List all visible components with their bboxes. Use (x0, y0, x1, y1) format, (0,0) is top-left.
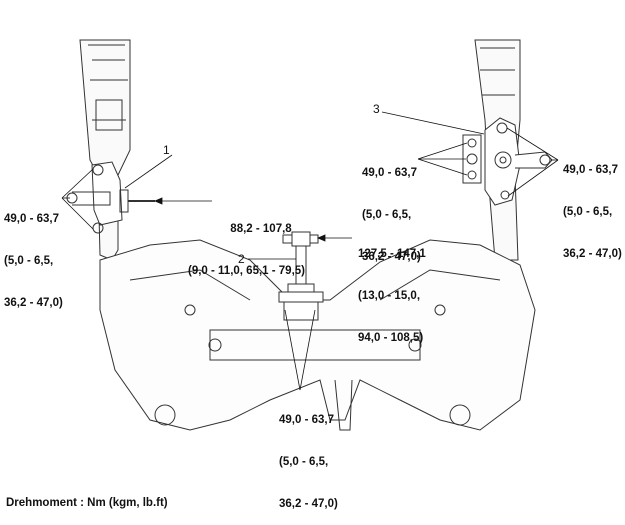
transaxle-mount-3 (462, 117, 553, 206)
torque-label-right-mount-left: 49,0 - 63,7 (5,0 - 6,5, 36,2 - 47,0) (362, 167, 421, 263)
left-pillar (79, 39, 131, 261)
leader-lines (61, 111, 559, 391)
torque-label-left-mount: 49,0 - 63,7 (5,0 - 6,5, 36,2 - 47,0) (4, 213, 63, 309)
torque-label-roll-rod-top: 127,5 - 147,1 (13,0 - 15,0, 94,0 - 108,5… (358, 248, 426, 344)
subframe-mount-drawing (61, 39, 559, 431)
roll-rod-2 (278, 231, 324, 321)
torque-label-right-mount-right: 49,0 - 63,7 (5,0 - 6,5, 36,2 - 47,0) (563, 164, 622, 260)
part-number-1: 1 (163, 143, 170, 157)
torque-unit-footer: Drehmoment : Nm (kgm, lb.ft) (6, 497, 168, 509)
engine-mount-1 (66, 161, 155, 234)
part-number-2: 2 (238, 252, 245, 266)
torque-label-roll-rod-bottom: 49,0 - 63,7 (5,0 - 6,5, 36,2 - 47,0) (279, 414, 338, 510)
part-number-3: 3 (373, 102, 380, 116)
torque-label-center-rod: 88,2 - 107,8 (9,0 - 11,0, 65,1 - 79,5) (188, 223, 305, 277)
